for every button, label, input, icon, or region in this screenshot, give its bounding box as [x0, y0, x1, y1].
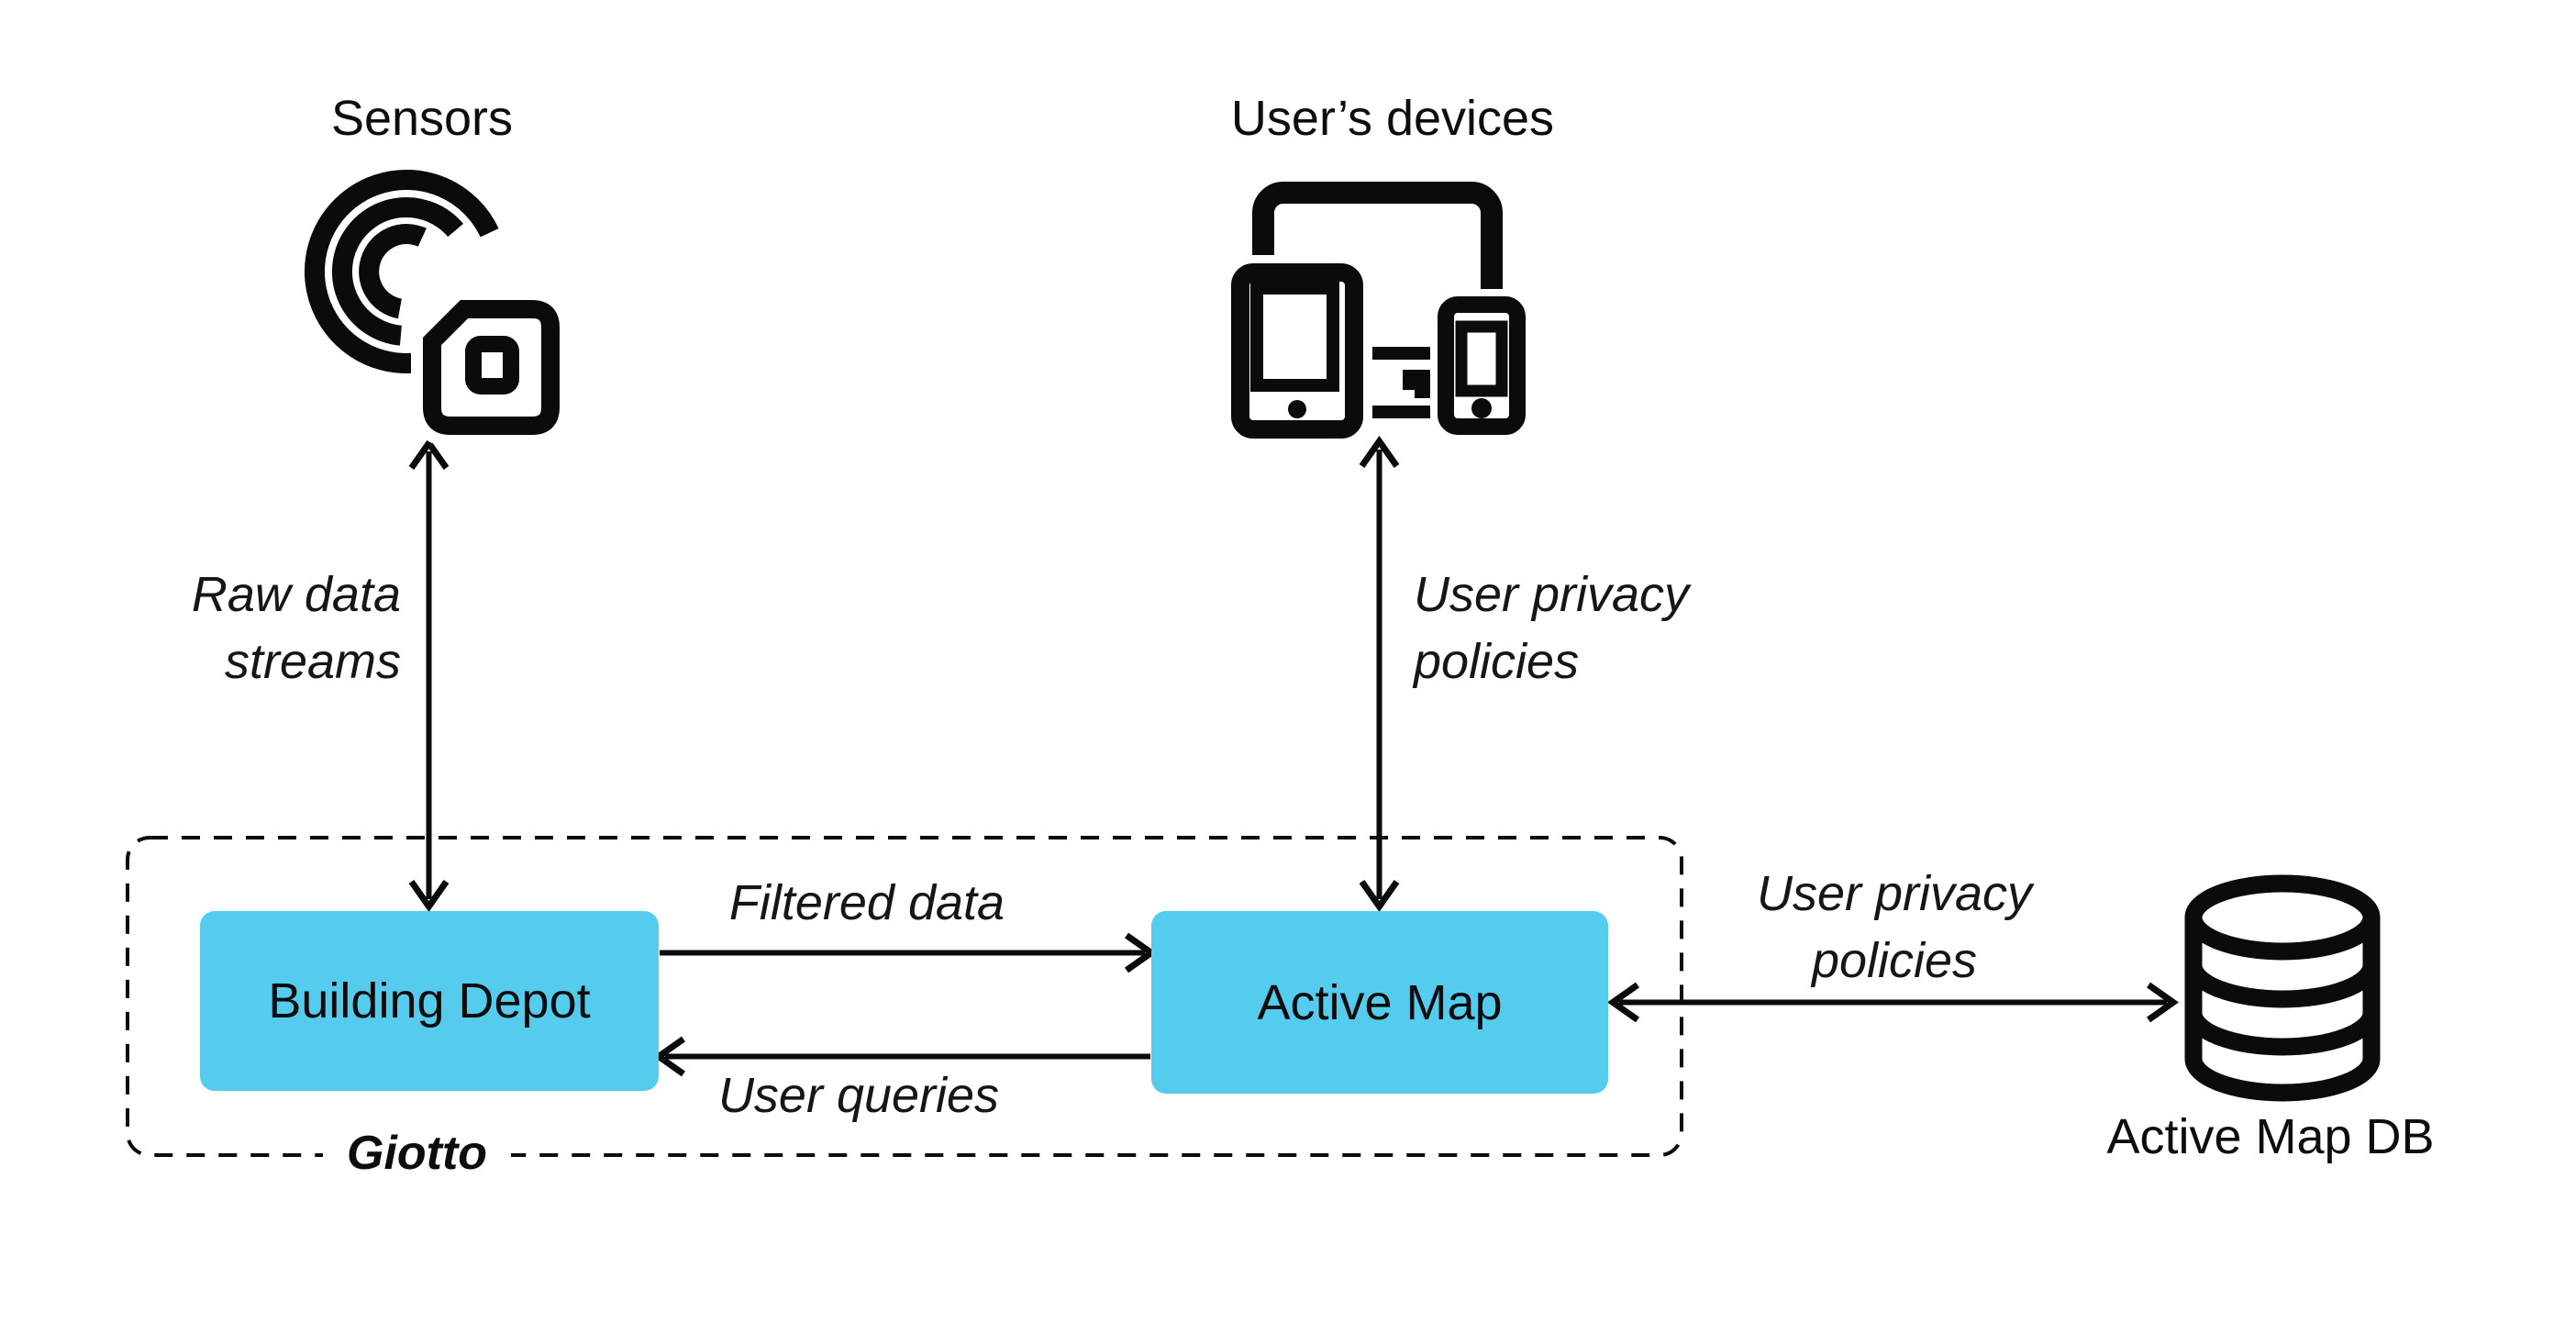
user-queries-label: User queries	[717, 1068, 1000, 1123]
arrowhead-right	[2146, 982, 2180, 1023]
edge-user-queries	[652, 1036, 1150, 1077]
building-depot-label: Building Depot	[268, 973, 591, 1028]
arrowhead-left	[1606, 982, 1640, 1023]
database-icon	[2184, 874, 2381, 1102]
active-map-label: Active Map	[1257, 974, 1503, 1030]
building-depot-node: Building Depot	[200, 911, 659, 1091]
active-map-db-label: Active Map DB	[2106, 1109, 2435, 1164]
active-map-node: Active Map	[1151, 911, 1608, 1094]
database-band-2	[2184, 1012, 2381, 1056]
sensors-label: Sensors	[330, 91, 514, 146]
database-top	[2184, 874, 2381, 961]
filtered-data-label: Filtered data	[728, 875, 1005, 930]
user-privacy-db-label: User privacy policies	[1711, 861, 2078, 995]
keyboard-key	[1403, 370, 1433, 390]
arrowhead-down	[408, 879, 450, 913]
ring-inner	[359, 224, 427, 319]
sensor-icon	[304, 170, 564, 443]
user-privacy-devices-label: User privacy policies	[1414, 561, 1689, 695]
arrowhead-left	[652, 1036, 686, 1077]
arrowhead-down	[1359, 879, 1400, 913]
tablet-home-button	[1288, 400, 1306, 418]
raw-data-streams-label: Raw data streams	[192, 561, 401, 695]
phone-home-button	[1471, 398, 1492, 418]
user-privacy-devices-line1: User privacy	[1414, 567, 1690, 622]
edge-user-privacy-devices	[1359, 435, 1400, 913]
edge-user-privacy-db	[1606, 982, 2180, 1023]
raw-data-streams-line1: Raw data	[191, 567, 401, 622]
user-privacy-db-line1: User privacy	[1756, 866, 2033, 921]
tablet-screen	[1250, 282, 1339, 392]
ring-middle	[331, 196, 464, 346]
user-privacy-devices-line2: policies	[1414, 634, 1580, 689]
keyboard-nub	[1415, 387, 1433, 398]
giotto-group-border	[126, 836, 1683, 1157]
giotto-group-label: Giotto	[323, 1125, 512, 1182]
user-devices-label: User’s devices	[1230, 91, 1555, 146]
keyboard-bar-top	[1372, 347, 1433, 360]
chip-core	[465, 336, 519, 395]
ring-outer	[304, 170, 499, 373]
phone-screen	[1455, 320, 1508, 397]
edge-raw-data-streams	[408, 437, 450, 913]
edge-filtered-data	[660, 932, 1158, 973]
keyboard-bar-bottom	[1372, 406, 1433, 418]
arrowhead-up	[408, 437, 450, 471]
devices-icon	[1223, 182, 1533, 445]
arrowhead-up	[1359, 435, 1400, 469]
database-band-1	[2184, 964, 2381, 1008]
user-privacy-db-line2: policies	[1811, 933, 1978, 988]
raw-data-streams-line2: streams	[224, 634, 401, 689]
